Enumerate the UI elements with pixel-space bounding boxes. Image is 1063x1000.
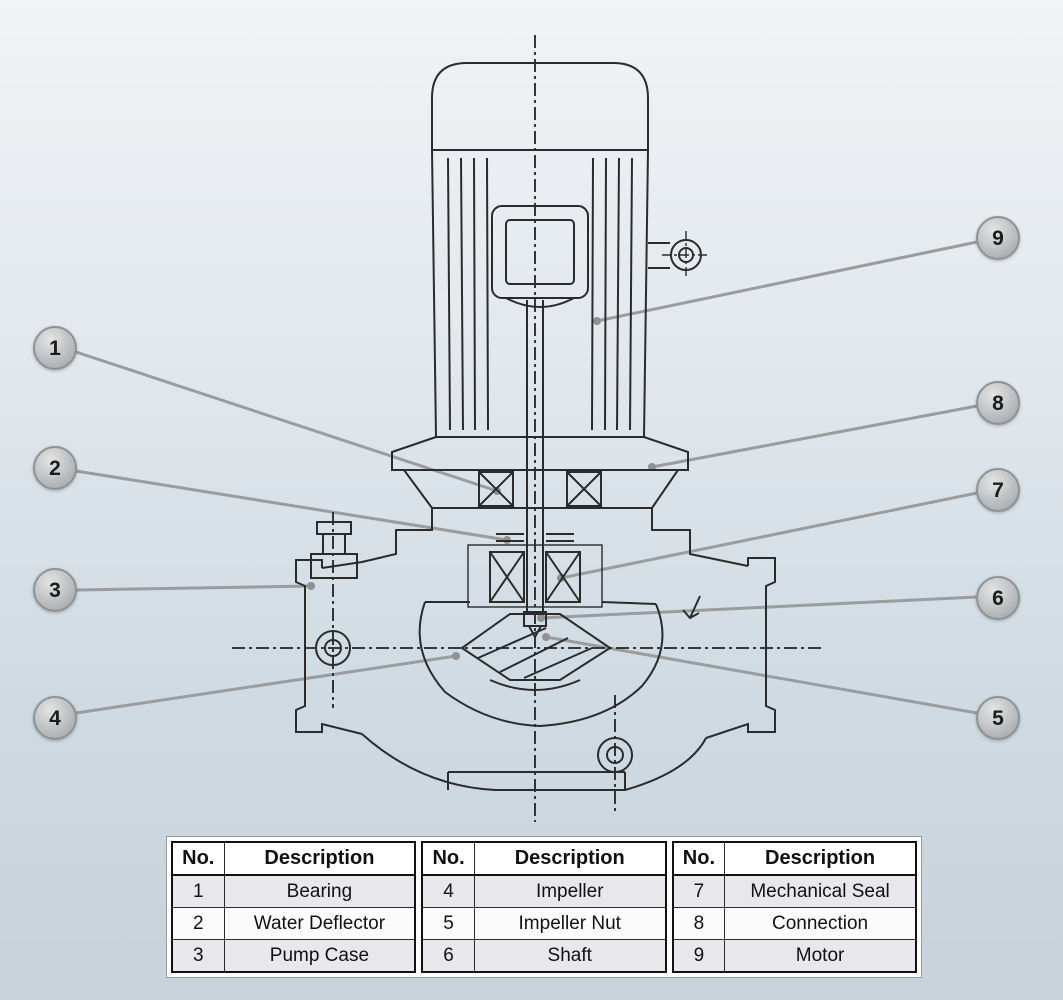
bearing-symbols: [478, 471, 602, 507]
table-row: 1 Bearing: [171, 874, 416, 908]
motor: [430, 62, 710, 438]
parts-table-3: No. Description 7 Mechanical Seal 8 Conn…: [671, 841, 917, 973]
callout-4-number: 4: [49, 706, 61, 730]
water-deflector: [496, 533, 574, 542]
part-no: 4: [421, 874, 475, 908]
mechanical-seal: [467, 544, 603, 608]
callout-3-number: 3: [49, 578, 61, 602]
part-description: Bearing: [223, 874, 416, 908]
col-header-description: Description: [473, 841, 667, 876]
col-header-description: Description: [223, 841, 416, 876]
col-header-no: No.: [171, 841, 225, 876]
callout-7-number: 7: [992, 478, 1004, 502]
callout-9-number: 9: [992, 226, 1004, 250]
table-row: 9 Motor: [672, 939, 917, 973]
part-no: 3: [171, 939, 225, 973]
callout-3: 3: [33, 568, 77, 612]
part-description: Motor: [724, 939, 917, 973]
part-description: Mechanical Seal: [724, 874, 917, 908]
part-no: 9: [672, 939, 726, 973]
parts-table-1: No. Description 1 Bearing 2 Water Deflec…: [171, 841, 417, 973]
callout-1-number: 1: [49, 336, 61, 360]
part-no: 5: [421, 907, 475, 940]
callout-4: 4: [33, 696, 77, 740]
leader-lines: [75, 240, 978, 715]
callout-8-number: 8: [992, 391, 1004, 415]
part-no: 8: [672, 907, 726, 940]
flow-arrow-icon: [682, 595, 701, 620]
callout-5: 5: [976, 696, 1020, 740]
part-no: 7: [672, 874, 726, 908]
callout-5-number: 5: [992, 706, 1004, 730]
table-row: 6 Shaft: [421, 939, 667, 973]
col-header-description: Description: [724, 841, 917, 876]
part-no: 6: [421, 939, 475, 973]
table-row: 7 Mechanical Seal: [672, 874, 917, 908]
part-description: Shaft: [473, 939, 667, 973]
parts-table-2: No. Description 4 Impeller 5 Impeller Nu…: [421, 841, 667, 973]
callout-7: 7: [976, 468, 1020, 512]
table-row: 5 Impeller Nut: [421, 907, 667, 940]
part-description: Impeller: [473, 874, 667, 908]
table-row: 3 Pump Case: [171, 939, 416, 973]
callout-6-number: 6: [992, 586, 1004, 610]
table-row: 4 Impeller: [421, 874, 667, 908]
motor-nameplate: [491, 205, 589, 308]
callout-1: 1: [33, 326, 77, 370]
motor-lifting-boss: [648, 231, 710, 279]
parts-legend: No. Description 1 Bearing 2 Water Deflec…: [166, 836, 922, 978]
part-no: 1: [171, 874, 225, 908]
leader-end-dots: [307, 317, 656, 660]
col-header-no: No.: [421, 841, 475, 876]
bolt-circles: [315, 630, 633, 773]
col-header-no: No.: [672, 841, 726, 876]
callout-9: 9: [976, 216, 1020, 260]
table-row: 8 Connection: [672, 907, 917, 940]
pump-casing: [295, 508, 776, 791]
part-description: Water Deflector: [223, 907, 416, 940]
callout-2: 2: [33, 446, 77, 490]
part-no: 2: [171, 907, 225, 940]
part-description: Impeller Nut: [473, 907, 667, 940]
priming-plug: [310, 521, 358, 579]
part-description: Pump Case: [223, 939, 416, 973]
callout-2-number: 2: [49, 456, 61, 480]
callout-8: 8: [976, 381, 1020, 425]
shaft: [523, 300, 547, 640]
impeller: [460, 613, 612, 691]
table-row: 2 Water Deflector: [171, 907, 416, 940]
part-description: Connection: [724, 907, 917, 940]
callout-6: 6: [976, 576, 1020, 620]
